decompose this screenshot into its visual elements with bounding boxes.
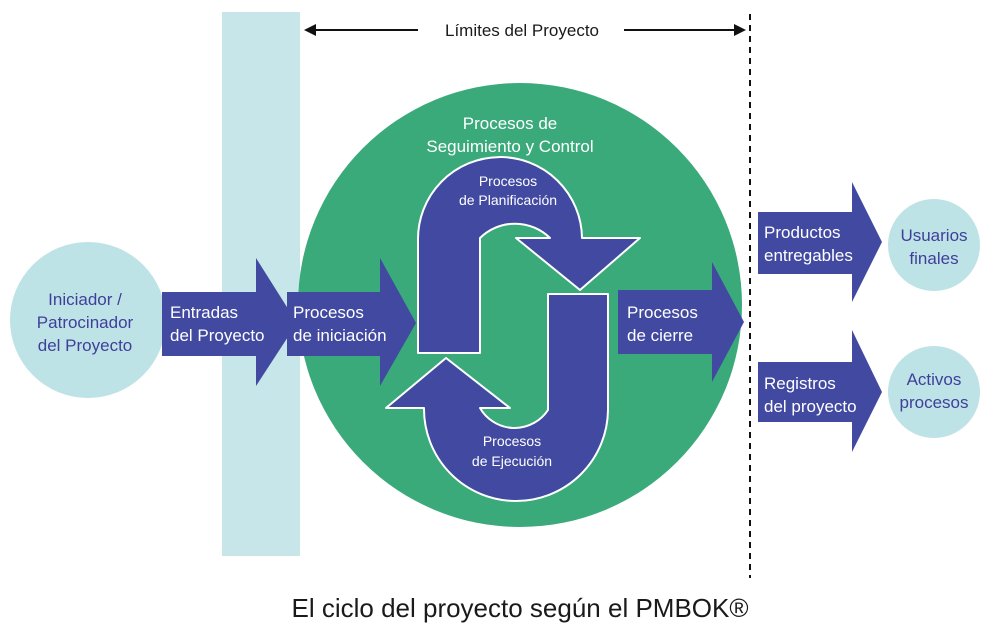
inputs-label-line2: del Proyecto	[170, 326, 265, 345]
initiator-label-line1: Iniciador /	[48, 290, 122, 309]
deliverables-label-line2: entregables	[764, 246, 853, 265]
inputs-arrow	[162, 258, 297, 386]
end-users-label-line2: finales	[909, 249, 958, 268]
records-label-line2: del proyecto	[764, 397, 857, 416]
monitoring-control-circle	[298, 83, 742, 527]
planning-label-line1: Procesos	[479, 173, 537, 189]
end-users-circle	[888, 199, 980, 291]
initiator-label-line2: Patrocinador	[37, 313, 134, 332]
monitoring-label-line2: Seguimiento y Control	[426, 137, 593, 156]
assets-circle	[888, 346, 980, 438]
assets-label-line2: procesos	[900, 393, 969, 412]
initiation-arrow	[287, 258, 416, 386]
end-users-label-line1: Usuarios	[900, 226, 967, 245]
closing-label-line1: Procesos	[627, 303, 698, 322]
planning-arrow	[416, 156, 641, 354]
boundary-arrow: Límites del Proyecto	[304, 21, 746, 40]
deliverables-label-line1: Productos	[764, 223, 841, 242]
execution-label-line1: Procesos	[483, 433, 541, 449]
caption: El ciclo del proyecto según el PMBOK®	[291, 593, 748, 623]
monitoring-label-line1: Procesos de	[463, 114, 558, 133]
records-label-line1: Registros	[764, 374, 836, 393]
inputs-label-line1: Entradas	[170, 303, 238, 322]
records-arrow	[758, 330, 882, 452]
initiator-circle	[10, 242, 166, 398]
closing-label-line2: de cierre	[627, 326, 693, 345]
planning-label-line2: de Planificación	[459, 192, 557, 208]
initiator-label-line3: del Proyecto	[38, 336, 133, 355]
assets-label-line1: Activos	[907, 370, 962, 389]
initiation-label-line1: Procesos	[293, 303, 364, 322]
execution-label-line2: de Ejecución	[472, 453, 552, 469]
closing-arrow	[618, 262, 744, 382]
deliverables-arrow	[758, 182, 882, 302]
boundary-label: Límites del Proyecto	[445, 21, 599, 40]
execution-arrow	[385, 293, 609, 502]
initiation-label-line2: de iniciación	[293, 326, 387, 345]
